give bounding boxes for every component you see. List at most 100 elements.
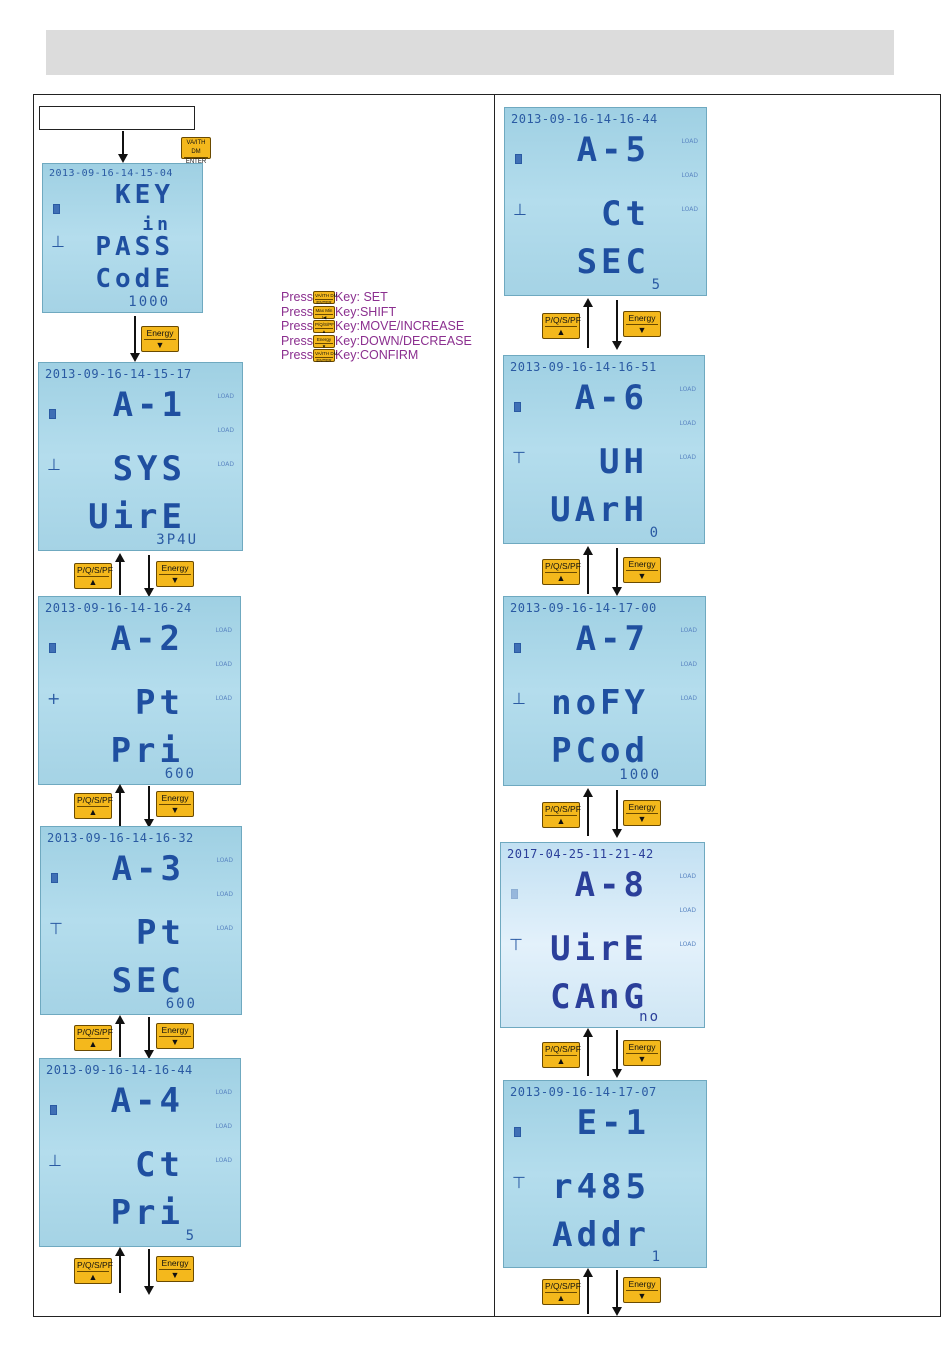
arrow-down bbox=[144, 555, 154, 597]
energy-key-label: Energy bbox=[626, 1278, 658, 1291]
down-triangle-icon: ▼ bbox=[155, 340, 165, 350]
quadrant-icon: ⊥ bbox=[47, 455, 61, 474]
lcd-line-1: A-5 bbox=[576, 130, 650, 170]
arrow-down bbox=[144, 1017, 154, 1059]
pqspf-key[interactable]: P/Q/S/PF▲ bbox=[542, 559, 581, 585]
pqspf-key[interactable]: P/Q/S/PF▲ bbox=[542, 1042, 581, 1068]
legend-prefix: Press bbox=[281, 319, 313, 333]
energy-key[interactable]: Energy▼ bbox=[156, 791, 194, 817]
lcd-line-3: SEC bbox=[576, 242, 650, 282]
energy-key[interactable]: Energy▼ bbox=[623, 1040, 661, 1066]
lcd-date: 2013-09-16-14-16-24 bbox=[45, 601, 192, 615]
load-label: LOAD bbox=[679, 941, 696, 948]
mini-key-label: VA/ITH DM bbox=[314, 351, 338, 359]
pqspf-key[interactable]: P/Q/S/PF▲ bbox=[74, 563, 113, 589]
lcd-line-2: PASS bbox=[95, 232, 174, 262]
indicator-icon bbox=[50, 1105, 57, 1115]
indicator-icon bbox=[51, 873, 58, 883]
lcd-screen-a5: 2013-09-16-14-16-44 ⊥ A-5 Ct SEC 5 LOAD … bbox=[504, 107, 707, 296]
lcd-value: 5 bbox=[185, 1228, 196, 1244]
pqspf-key[interactable]: P/Q/S/PF▲ bbox=[542, 313, 581, 339]
lcd-value: 1000 bbox=[128, 294, 170, 310]
load-label: LOAD bbox=[679, 386, 696, 393]
lcd-value: 1 bbox=[651, 1249, 662, 1265]
lcd-date: 2013-09-16-14-15-17 bbox=[45, 367, 192, 381]
lcd-line-1: KEY bbox=[115, 180, 174, 210]
pqspf-key-label: P/Q/S/PF bbox=[545, 1044, 581, 1056]
energy-key[interactable]: Energy▼ bbox=[623, 1277, 661, 1303]
lcd-line-3: Pri bbox=[110, 1193, 184, 1233]
energy-key-label: Energy bbox=[626, 312, 658, 325]
mini-key-sub: ▼ bbox=[321, 343, 327, 349]
indicator-icon bbox=[515, 154, 522, 164]
mini-key-sub: ENTER bbox=[316, 358, 332, 364]
arrow-down bbox=[612, 300, 622, 350]
lcd-value: 600 bbox=[164, 766, 196, 782]
pqspf-key[interactable]: P/Q/S/PF▲ bbox=[74, 1258, 113, 1284]
indicator-icon bbox=[514, 402, 521, 412]
lcd-line-2: Ct bbox=[601, 194, 650, 234]
arrow-down bbox=[612, 548, 622, 596]
energy-key[interactable]: Energy ▼ bbox=[141, 326, 179, 352]
load-label: LOAD bbox=[679, 454, 696, 461]
quadrant-icon: ⊥ bbox=[51, 232, 65, 251]
legend-prefix: Press bbox=[281, 304, 313, 319]
pqspf-key[interactable]: P/Q/S/PF▲ bbox=[74, 793, 113, 819]
header-bar bbox=[46, 30, 894, 75]
quadrant-icon: ⊤ bbox=[512, 448, 526, 467]
load-label: LOAD bbox=[681, 172, 698, 179]
quadrant-icon: ⊤ bbox=[512, 1173, 526, 1192]
legend-prefix: Press bbox=[281, 348, 313, 362]
lcd-line-3: SEC bbox=[111, 961, 185, 1001]
energy-key-label: Energy bbox=[626, 558, 658, 571]
load-label: LOAD bbox=[679, 420, 696, 427]
pqspf-key[interactable]: P/Q/S/PF▲ bbox=[74, 1025, 113, 1051]
lcd-line-3: UirE bbox=[88, 497, 186, 537]
enter-key[interactable]: VA/ITH DM ENTER bbox=[181, 137, 211, 165]
legend-text: Key:MOVE/INCREASE bbox=[334, 319, 465, 333]
lcd-value: 5 bbox=[651, 277, 662, 293]
enter-key-bottom-label: ENTER bbox=[185, 159, 207, 165]
load-label: LOAD bbox=[215, 1123, 232, 1130]
energy-key[interactable]: Energy▼ bbox=[156, 561, 194, 587]
indicator-icon bbox=[53, 204, 60, 214]
enter-key-top-label: VA/ITH DM bbox=[184, 138, 208, 158]
energy-key[interactable]: Energy▼ bbox=[623, 557, 661, 583]
mini-key-sub: ENTER bbox=[316, 300, 332, 306]
quadrant-icon: ⊥ bbox=[513, 200, 527, 219]
energy-key-label: Energy bbox=[626, 801, 658, 814]
energy-key[interactable]: Energy▼ bbox=[623, 311, 661, 337]
pqspf-key[interactable]: P/Q/S/PF▲ bbox=[542, 802, 581, 828]
energy-key[interactable]: Energy▼ bbox=[156, 1023, 194, 1049]
lcd-date: 2013-09-16-14-16-51 bbox=[510, 360, 657, 374]
down-triangle-icon: ▼ bbox=[637, 814, 647, 824]
lcd-screen-password: 2013-09-16-14-15-04 ⊥ KEY in PASS CodE 1… bbox=[42, 163, 203, 313]
pqspf-key[interactable]: P/Q/S/PF▲ bbox=[542, 1279, 581, 1305]
load-label: LOAD bbox=[216, 925, 233, 932]
load-label: LOAD bbox=[217, 427, 234, 434]
lcd-screen-a2: 2013-09-16-14-16-24 + A-2 Pt Pri 600 LOA… bbox=[38, 596, 241, 785]
up-triangle-icon: ▲ bbox=[556, 1056, 566, 1066]
load-label: LOAD bbox=[681, 138, 698, 145]
pqspf-key-label: P/Q/S/PF bbox=[77, 1027, 113, 1039]
load-label: LOAD bbox=[680, 695, 697, 702]
indicator-icon bbox=[514, 1127, 521, 1137]
arrow-down bbox=[612, 1030, 622, 1078]
lcd-line-3: Addr bbox=[552, 1215, 650, 1255]
lcd-line-2: r485 bbox=[552, 1167, 650, 1207]
energy-key[interactable]: Energy▼ bbox=[623, 800, 661, 826]
energy-key[interactable]: Energy▼ bbox=[156, 1256, 194, 1282]
lcd-line-3: PCod bbox=[551, 731, 649, 771]
down-triangle-icon: ▼ bbox=[170, 1037, 180, 1047]
pqspf-key-label: P/Q/S/PF bbox=[545, 315, 581, 327]
energy-key-label: Energy bbox=[626, 1041, 658, 1054]
arrow-down-start bbox=[118, 131, 128, 163]
content-frame bbox=[33, 94, 941, 1317]
up-triangle-icon: ▲ bbox=[88, 1272, 98, 1282]
indicator-icon bbox=[49, 409, 56, 419]
lcd-line-2: SYS bbox=[112, 449, 186, 489]
mini-key-label: Energy bbox=[314, 336, 333, 344]
lcd-value: 3P4U bbox=[156, 532, 198, 548]
